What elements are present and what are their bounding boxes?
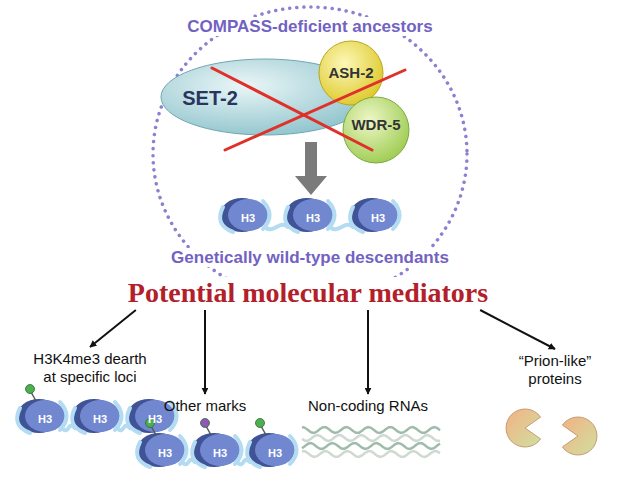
prion-protein xyxy=(506,409,541,447)
label-wrapper: H3 xyxy=(151,443,179,461)
outcome-label: Non-coding RNAs xyxy=(308,397,428,415)
text-wrapper: Genetically wild-type descendants xyxy=(150,248,470,268)
ancestor-region: COMPASS-deficient ancestorsGenetically w… xyxy=(150,4,470,304)
histone-label: H3 xyxy=(148,413,162,425)
region-label: COMPASS-deficient ancestors xyxy=(184,17,435,36)
subunit-ellipse xyxy=(343,97,409,163)
rna-strand xyxy=(302,427,440,433)
rna-strand xyxy=(302,435,440,441)
outcome-text: Other marks xyxy=(164,397,247,415)
label-wrapper: H3 xyxy=(261,443,289,461)
dna-wrap xyxy=(247,442,260,467)
rna-strand xyxy=(302,443,440,449)
dna-wrap xyxy=(137,442,150,467)
histone-label: H3 xyxy=(241,212,255,224)
subunit-label: WDR-5 xyxy=(351,116,400,133)
connector-arrow xyxy=(367,310,369,394)
connector-arrow xyxy=(90,310,136,347)
outcome-label: H3K4me3 dearth at specific loci xyxy=(31,350,149,386)
nucleosome-face xyxy=(200,434,240,466)
cross-line xyxy=(212,68,372,150)
nucleosome-face xyxy=(293,199,333,231)
linker-dna xyxy=(330,225,353,230)
histone-mark xyxy=(201,419,210,428)
outcome-text: “Prion-like” proteins xyxy=(503,352,607,388)
nucleosome-face xyxy=(228,199,268,231)
histone-mark xyxy=(256,419,265,428)
region-label: Genetically wild-type descendants xyxy=(168,248,452,267)
rna-strand xyxy=(302,451,440,457)
label-wrapper: H3 xyxy=(299,208,327,226)
histone-label: H3 xyxy=(93,413,107,425)
text-wrapper: WDR-5 xyxy=(342,116,410,134)
dna-wrap xyxy=(328,201,335,229)
dna-wrap xyxy=(350,207,363,232)
label-wrapper: H3 xyxy=(86,409,114,427)
histone-label: H3 xyxy=(371,212,385,224)
histone-label: H3 xyxy=(306,212,320,224)
dna-wrap xyxy=(127,408,140,433)
dna-wrap xyxy=(192,442,205,467)
dna-wrap xyxy=(285,207,298,232)
dna-wrap xyxy=(393,201,400,229)
dna-wrap xyxy=(235,436,242,464)
mediator-title: Potential molecular mediators xyxy=(124,277,492,309)
nucleosome-face xyxy=(145,434,185,466)
label-wrapper: H3 xyxy=(234,208,262,226)
connector-arrow xyxy=(480,310,555,349)
text-wrapper: SET-2 xyxy=(178,87,242,110)
histone-label: H3 xyxy=(268,447,282,459)
protein-subunit: WDR-5 xyxy=(342,96,410,164)
dna-wrap xyxy=(263,201,270,229)
cross-line xyxy=(225,70,405,150)
dna-wrap xyxy=(290,436,297,464)
protein-subunit: ASH-2 xyxy=(318,40,384,106)
outcome-label: Other marks xyxy=(164,397,247,415)
mediator-heading: Potential molecular mediators xyxy=(124,277,492,309)
dna-wrap xyxy=(60,402,67,430)
dna-wrap xyxy=(180,436,187,464)
prion-protein xyxy=(562,417,597,455)
label-wrapper: H3 xyxy=(206,443,234,461)
histone-label: H3 xyxy=(213,447,227,459)
histone-label: H3 xyxy=(38,413,52,425)
dna-wrap xyxy=(17,408,30,433)
outcome-label: “Prion-like” proteins xyxy=(503,352,607,388)
subunit-label: SET-2 xyxy=(182,87,238,109)
nucleosome-face xyxy=(80,400,120,432)
histone-label: H3 xyxy=(158,447,172,459)
outcome-text: H3K4me3 dearth at specific loci xyxy=(31,350,149,386)
subunit-label: ASH-2 xyxy=(328,64,373,81)
linker-dna xyxy=(265,225,288,230)
text-wrapper: ASH-2 xyxy=(318,64,384,82)
nucleosome-face xyxy=(358,199,398,231)
dna-wrap xyxy=(72,408,85,433)
dna-wrap xyxy=(115,402,122,430)
text-wrapper: COMPASS-deficient ancestors xyxy=(150,17,470,37)
label-wrapper: H3 xyxy=(31,409,59,427)
dotted-circle xyxy=(153,7,467,301)
connector-arrow xyxy=(204,310,206,394)
nucleosome-face xyxy=(25,400,65,432)
process-arrow xyxy=(295,142,327,195)
label-wrapper: H3 xyxy=(364,208,392,226)
histone-mark xyxy=(26,385,35,394)
dna-wrap xyxy=(220,207,233,232)
outcome-text: Non-coding RNAs xyxy=(308,397,428,415)
nucleosome-face xyxy=(255,434,295,466)
